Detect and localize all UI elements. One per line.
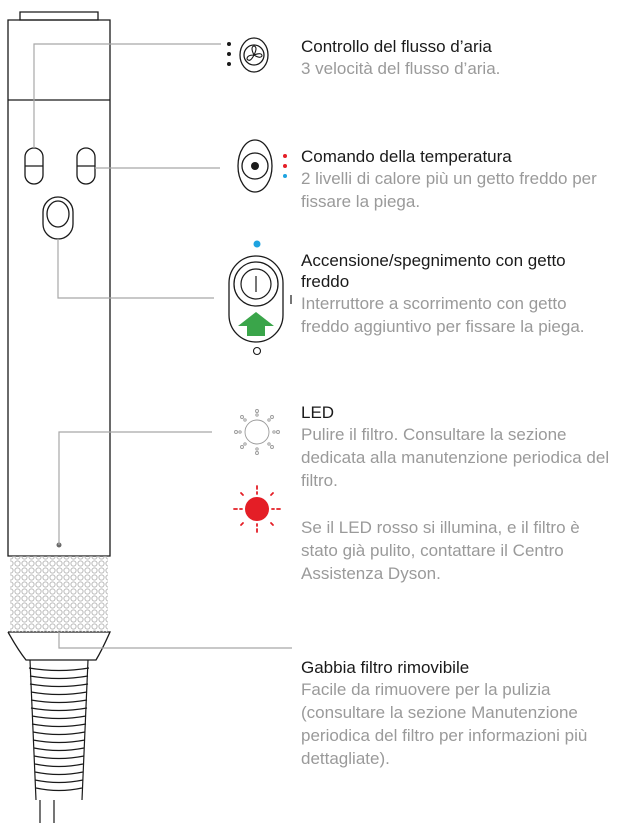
callout-airflow: Controllo del flusso d’aria 3 velocità d… bbox=[301, 36, 501, 80]
callout-desc: Pulire il filtro. Consultare la sezione … bbox=[301, 425, 610, 490]
callout-note: Se il LED rosso si illumina, e il filtro… bbox=[301, 518, 580, 583]
cold-shot-dot bbox=[253, 240, 261, 248]
heat-high-dot bbox=[283, 154, 287, 158]
handle bbox=[7, 11, 112, 661]
callout-filter-cage: Gabbia filtro rimovibile Facile da rimuo… bbox=[301, 657, 619, 770]
off-dot bbox=[252, 346, 262, 356]
handle-controls bbox=[24, 147, 96, 240]
filter-cage-bottom bbox=[7, 631, 112, 661]
handle-body bbox=[7, 19, 111, 557]
callout-title: Accensione/spegnimento con getto freddo bbox=[301, 251, 566, 291]
led-red-icon bbox=[233, 485, 281, 533]
leader-led bbox=[58, 431, 212, 545]
handle-cap bbox=[19, 11, 99, 21]
callout-title: Controllo del flusso d’aria bbox=[301, 37, 492, 56]
heat-low-dot bbox=[283, 164, 287, 168]
callout-desc: 3 velocità del flusso d’aria. bbox=[301, 59, 501, 78]
cord bbox=[28, 659, 90, 823]
callout-title: Comando della temperatura bbox=[301, 147, 512, 166]
callout-title: Gabbia filtro rimovibile bbox=[301, 658, 470, 677]
arrow-up-icon bbox=[238, 312, 274, 336]
callout-power: Accensione/spegnimento con getto freddo … bbox=[301, 250, 591, 338]
leader-power bbox=[57, 239, 214, 299]
cold-dot bbox=[283, 174, 287, 178]
leader-airflow bbox=[33, 43, 221, 148]
leader-filter bbox=[58, 632, 292, 649]
leader-lines bbox=[33, 43, 292, 649]
callout-desc: Interruttore a scorrimento con getto fre… bbox=[301, 294, 585, 336]
callout-temperature: Comando della temperatura 2 livelli di c… bbox=[301, 146, 619, 213]
power-button-icon bbox=[228, 240, 292, 356]
callout-desc: 2 livelli di calore più un getto freddo … bbox=[301, 169, 597, 211]
led-off-icon bbox=[234, 409, 280, 455]
callout-desc: Facile da rimuovere per la pulizia (cons… bbox=[301, 680, 588, 768]
fan-icon bbox=[227, 37, 269, 73]
callout-title: LED bbox=[301, 403, 335, 422]
callout-led: LED Pulire il filtro. Consultare la sezi… bbox=[301, 402, 619, 585]
temperature-dial-icon bbox=[237, 139, 287, 193]
filter-grille bbox=[10, 542, 108, 632]
